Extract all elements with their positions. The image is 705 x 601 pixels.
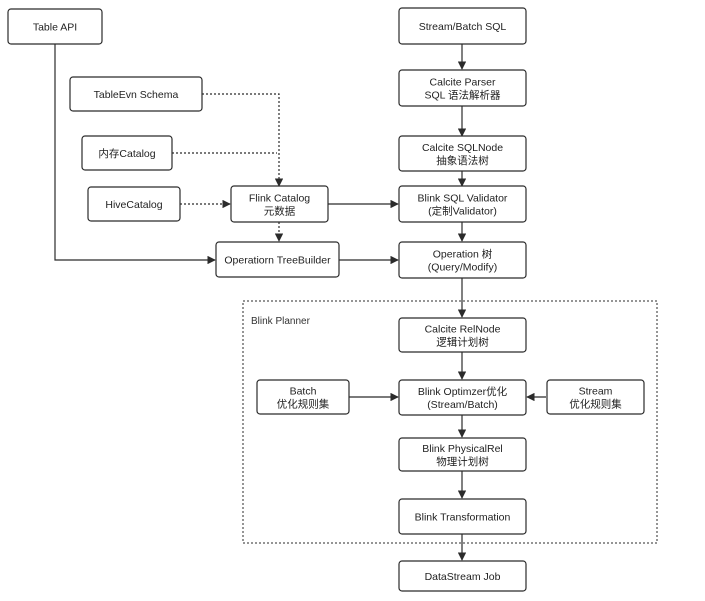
node-datastream-job: DataStream Job	[398, 560, 527, 592]
node-hive-catalog: HiveCatalog	[87, 186, 181, 222]
edge-tableapi-to-treebuilder	[54, 44, 216, 265]
blink-planner-group: Blink Planner	[242, 300, 658, 544]
node-box-blink-physicalrel	[398, 437, 527, 472]
blink-planner-label: Blink Planner	[251, 316, 311, 327]
node-stream-batch-sql: Stream/Batch SQL	[398, 7, 527, 45]
node-box-datastream-job	[398, 560, 527, 592]
node-box-table-api	[7, 8, 103, 45]
node-tableevn-schema: TableEvn Schema	[69, 76, 203, 112]
node-label-batch-rules-0: Batch	[290, 386, 317, 398]
node-label-calcite-sqlnode-1: 抽象语法树	[436, 154, 489, 167]
edge-schema-to-catalog	[202, 93, 284, 187]
node-operation-treebuilder: Operatiorn TreeBuilder	[215, 241, 340, 278]
node-box-flink-catalog	[230, 185, 329, 223]
node-label-stream-batch-sql-0: Stream/Batch SQL	[419, 21, 507, 33]
node-label-calcite-relnode-1: 逻辑计划树	[436, 336, 489, 349]
connectors	[54, 44, 546, 561]
node-box-batch-rules	[256, 379, 350, 415]
node-label-memory-catalog-0: 内存Catalog	[98, 147, 155, 160]
node-blink-sql-validator: Blink SQL Validator(定制Validator)	[398, 185, 527, 223]
node-label-flink-catalog-1: 元数据	[264, 205, 296, 218]
node-label-batch-rules-1: 优化规则集	[277, 398, 330, 411]
node-label-tableevn-schema-0: TableEvn Schema	[94, 89, 179, 101]
node-box-tableevn-schema	[69, 76, 203, 112]
node-label-datastream-job-0: DataStream Job	[425, 571, 501, 583]
node-label-calcite-relnode-0: Calcite RelNode	[425, 324, 501, 336]
node-box-blink-optimizer	[398, 379, 527, 416]
node-label-calcite-parser-0: Calcite Parser	[430, 77, 496, 89]
node-box-calcite-parser	[398, 69, 527, 107]
node-box-blink-sql-validator	[398, 185, 527, 223]
node-label-blink-optimizer-1: (Stream/Batch)	[427, 399, 498, 411]
node-label-stream-rules-1: 优化规则集	[569, 398, 622, 411]
node-box-calcite-sqlnode	[398, 135, 527, 172]
node-label-table-api-0: Table API	[33, 22, 77, 34]
node-box-hive-catalog	[87, 186, 181, 222]
node-label-blink-transformation-0: Blink Transformation	[415, 512, 511, 524]
node-operation-tree: Operation 树(Query/Modify)	[398, 241, 527, 279]
node-box-memory-catalog	[81, 135, 173, 171]
node-box-calcite-relnode	[398, 317, 527, 353]
node-memory-catalog: 内存Catalog	[81, 135, 173, 171]
node-label-blink-physicalrel-1: 物理计划树	[436, 455, 489, 468]
node-label-operation-tree-0: Operation 树	[433, 248, 493, 261]
node-box-stream-rules	[546, 379, 645, 415]
node-table-api: Table API	[7, 8, 103, 45]
node-label-blink-physicalrel-0: Blink PhysicalRel	[422, 443, 503, 455]
node-label-calcite-sqlnode-0: Calcite SQLNode	[422, 142, 503, 154]
node-box-stream-batch-sql	[398, 7, 527, 45]
node-box-operation-treebuilder	[215, 241, 340, 278]
node-label-operation-tree-1: (Query/Modify)	[428, 262, 497, 274]
node-box-operation-tree	[398, 241, 527, 279]
node-label-operation-treebuilder-0: Operatiorn TreeBuilder	[224, 255, 331, 267]
node-label-blink-optimizer-0: Blink Optimzer优化	[418, 385, 508, 398]
node-label-calcite-parser-1: SQL 语法解析器	[424, 89, 501, 102]
node-label-blink-sql-validator-1: (定制Validator)	[428, 205, 497, 218]
node-blink-transformation: Blink Transformation	[398, 498, 527, 535]
node-label-blink-sql-validator-0: Blink SQL Validator	[418, 193, 508, 205]
node-blink-optimizer: Blink Optimzer优化(Stream/Batch)	[398, 379, 527, 416]
node-label-flink-catalog-0: Flink Catalog	[249, 193, 310, 205]
node-box-blink-transformation	[398, 498, 527, 535]
node-label-hive-catalog-0: HiveCatalog	[105, 199, 162, 211]
node-label-stream-rules-0: Stream	[579, 386, 613, 398]
dotted-connectors	[172, 93, 284, 242]
